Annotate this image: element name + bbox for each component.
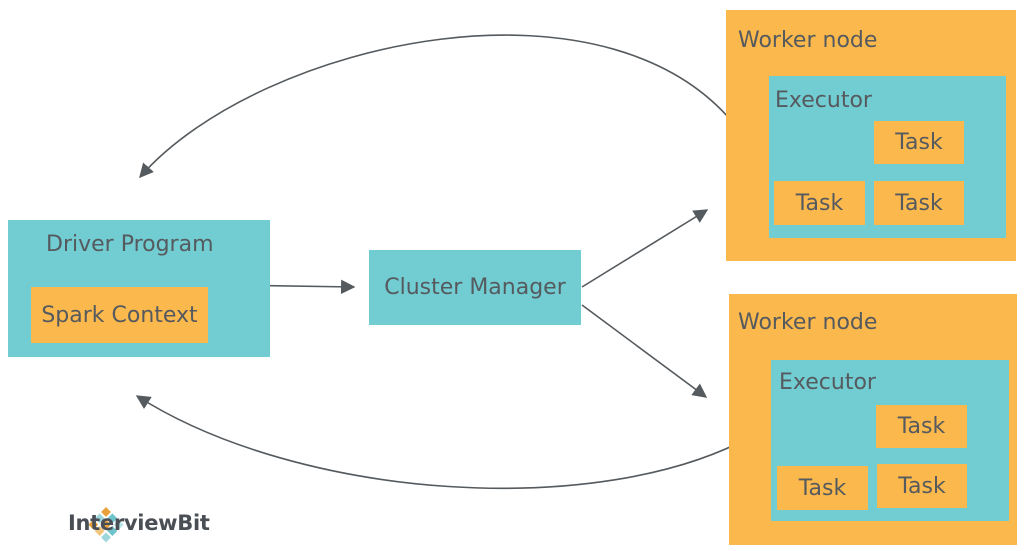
task-label: Task: [897, 414, 946, 439]
task-label: Task: [898, 473, 946, 499]
executor-box: Executor Task Task Task: [769, 76, 1006, 238]
task-box: Task: [874, 121, 964, 164]
worker-node-title: Worker node: [738, 310, 878, 335]
worker-node-title: Worker node: [738, 28, 878, 53]
interviewbit-logo-icon: [88, 507, 124, 543]
cluster-worker1-arrow: [581, 209, 709, 288]
cluster-worker2-arrow: [581, 304, 708, 398]
spark-context-label: Spark Context: [41, 302, 198, 328]
task-label: Task: [895, 130, 943, 155]
driver-worker2-arrow: [135, 395, 754, 490]
worker-node-2: Worker node Executor Task Task Task: [729, 294, 1017, 545]
driver-worker1-arrow: [139, 34, 745, 179]
executor-box: Executor Task Task Task: [771, 360, 1009, 521]
task-label: Task: [795, 190, 844, 216]
driver-program-title: Driver Program: [46, 232, 214, 257]
worker-node-1: Worker node Executor Task Task Task: [726, 10, 1016, 261]
task-box: Task: [777, 466, 868, 510]
task-box: Task: [774, 181, 865, 225]
spark-context-box: Spark Context: [31, 287, 208, 343]
cluster-manager-box: Cluster Manager: [369, 250, 581, 325]
task-box: Task: [876, 405, 967, 448]
driver-program-box: Driver Program Spark Context: [8, 220, 270, 357]
task-box: Task: [874, 181, 964, 225]
interviewbit-logo-text: InterviewBit: [68, 511, 210, 535]
executor-title: Executor: [775, 88, 872, 113]
task-label: Task: [895, 190, 943, 216]
cluster-manager-label: Cluster Manager: [384, 275, 566, 300]
executor-title: Executor: [779, 370, 876, 395]
task-box: Task: [877, 464, 967, 508]
task-label: Task: [798, 475, 847, 501]
